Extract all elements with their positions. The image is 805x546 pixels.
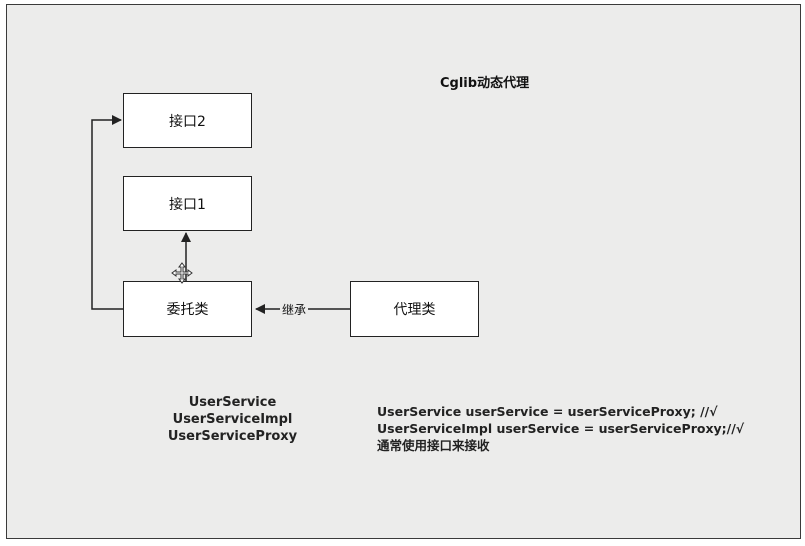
proxy-class-box[interactable]: 代理类 — [350, 281, 479, 337]
interface2-box[interactable]: 接口2 — [123, 93, 252, 148]
interface1-box[interactable]: 接口1 — [123, 176, 252, 231]
class-name-item: UserServiceImpl — [172, 412, 293, 427]
diagram-title: Cglib动态代理 — [440, 76, 530, 91]
proxy-class-label: 代理类 — [393, 302, 436, 318]
interface1-label: 接口1 — [169, 196, 206, 213]
move-cursor-icon — [171, 262, 193, 284]
class-name-item: UserServiceProxy — [167, 429, 298, 444]
code-line: UserService userService = userServicePro… — [377, 404, 718, 419]
implements-interface2-arrow — [91, 115, 124, 310]
code-notes: UserService userService = userServicePro… — [377, 403, 744, 454]
interface2-label: 接口2 — [169, 113, 206, 130]
extends-label: 继承 — [280, 301, 309, 318]
class-name-list: UserService UserServiceImpl UserServiceP… — [160, 394, 305, 445]
delegate-class-label: 委托类 — [166, 302, 209, 318]
delegate-class-box[interactable]: 委托类 — [123, 281, 252, 337]
class-name-item: UserService — [188, 395, 277, 410]
code-line: UserServiceImpl userService = userServic… — [377, 421, 745, 436]
code-line: 通常使用接口来接收 — [377, 438, 490, 453]
